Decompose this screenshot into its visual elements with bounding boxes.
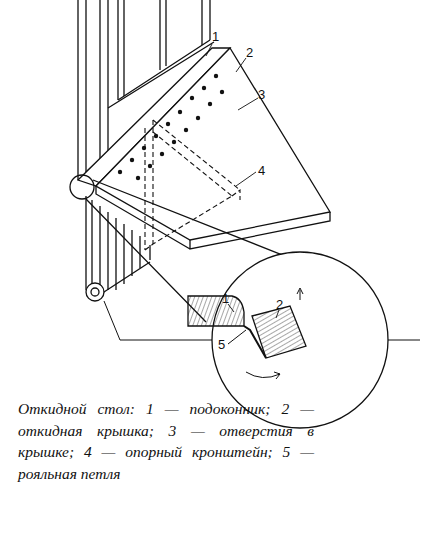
callout-number: 1 (222, 292, 229, 305)
callout-number: 4 (258, 164, 265, 177)
figure-caption: Откидной стол: 1 — подоконник; 2 — откид… (18, 398, 314, 484)
callout-number: 5 (218, 338, 225, 351)
callout-number: 3 (258, 88, 265, 101)
callout-number: 1 (212, 30, 219, 43)
callout-number: 2 (276, 298, 283, 311)
callout-number: 2 (246, 46, 253, 59)
